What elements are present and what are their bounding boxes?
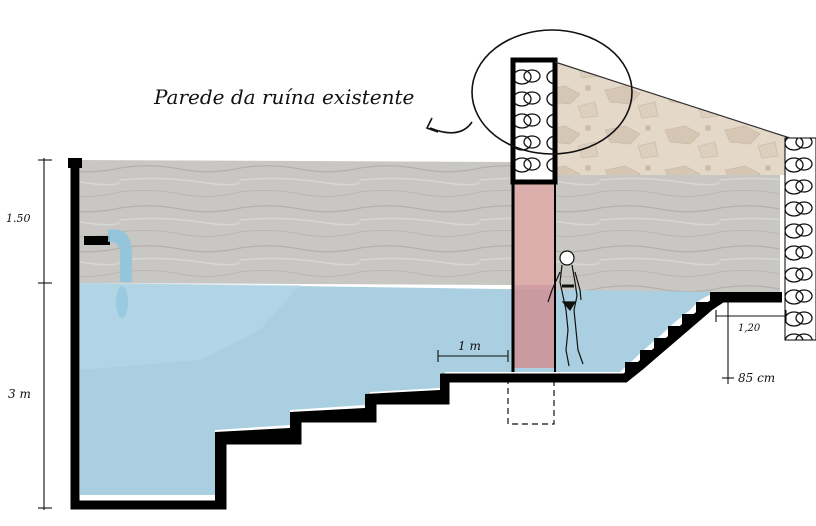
waterfall-spout (84, 236, 110, 245)
dashed-foundation (507, 375, 555, 425)
dimension-ledge (715, 310, 787, 322)
pool-water-shade (80, 283, 300, 370)
dimension-depth: 3 m (8, 387, 31, 401)
dimension-shallow-depth: 85 cm (738, 371, 775, 385)
annotation-text: Parede da ruína existente (153, 85, 414, 109)
right-gabion-wall (784, 137, 816, 341)
slope-top-line (554, 61, 791, 139)
ruin-highlight-circle (471, 29, 633, 155)
dimension-shallow (722, 300, 734, 384)
ruin-column-frame (510, 57, 558, 185)
arrow-head-icon (425, 117, 439, 133)
left-wall-cap (68, 158, 82, 168)
dimension-ledge-width: 1,20 (738, 323, 761, 334)
existing-wall-upper-right (555, 175, 780, 292)
person-figure (547, 250, 584, 367)
steps-left (215, 374, 445, 505)
dimension-step (437, 350, 509, 362)
dimension-left (38, 158, 52, 510)
section-highlight-water (513, 285, 555, 368)
dimension-top-height: 1.50 (6, 212, 31, 225)
annotation-arrow (429, 121, 473, 134)
stone-ruin-wall (555, 62, 790, 175)
waterfall-stream (108, 229, 132, 282)
existing-wall-upper-left (80, 160, 515, 285)
dimension-step-width: 1 m (458, 339, 481, 353)
steps-right (625, 292, 782, 378)
waterfall-splash (116, 286, 128, 318)
